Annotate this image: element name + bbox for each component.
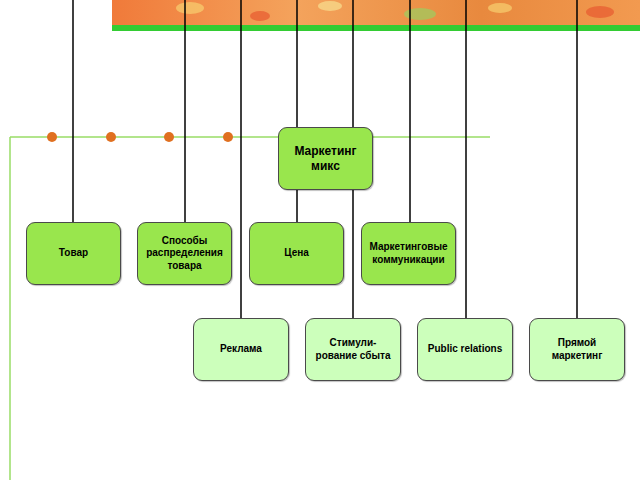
dot bbox=[47, 132, 57, 142]
drop-line bbox=[409, 0, 411, 222]
node-text: Стимули- рование сбыта bbox=[311, 337, 395, 362]
tool-box: Прямой маркетинг bbox=[529, 318, 625, 381]
drop-line bbox=[184, 0, 186, 222]
node-text: Маркетинговые коммуникации bbox=[367, 241, 450, 266]
drop-line bbox=[240, 0, 242, 318]
node-text: Public relations bbox=[428, 343, 502, 356]
node-text: Цена bbox=[284, 247, 309, 260]
dot bbox=[164, 132, 174, 142]
main-box: Маркетинг микс bbox=[278, 127, 373, 190]
drop-line bbox=[352, 0, 354, 127]
drop-line bbox=[72, 0, 74, 222]
tool-box: Public relations bbox=[417, 318, 513, 381]
node-text: Маркетинг микс bbox=[284, 144, 367, 174]
tool-box: Реклама bbox=[193, 318, 289, 381]
node-text: Товар bbox=[59, 247, 88, 260]
dot bbox=[106, 132, 116, 142]
element-box: Способы распределения товара bbox=[137, 222, 232, 285]
top-band bbox=[112, 0, 640, 25]
drop-line bbox=[465, 0, 467, 318]
element-box: Цена bbox=[249, 222, 344, 285]
element-box: Маркетинговые коммуникации bbox=[361, 222, 456, 285]
dot bbox=[223, 132, 233, 142]
drop-lines bbox=[73, 0, 577, 318]
guide-line bbox=[9, 137, 11, 480]
connector bbox=[296, 190, 298, 222]
node-text: Реклама bbox=[220, 343, 262, 356]
connector bbox=[352, 190, 354, 318]
green-rule bbox=[112, 25, 640, 31]
drop-line bbox=[576, 0, 578, 318]
drop-line bbox=[296, 0, 298, 127]
guide-line bbox=[10, 136, 490, 138]
element-box: Товар bbox=[26, 222, 121, 285]
node-text: Способы распределения товара bbox=[143, 235, 226, 273]
node-text: Прямой маркетинг bbox=[535, 337, 619, 362]
tool-box: Стимули- рование сбыта bbox=[305, 318, 401, 381]
